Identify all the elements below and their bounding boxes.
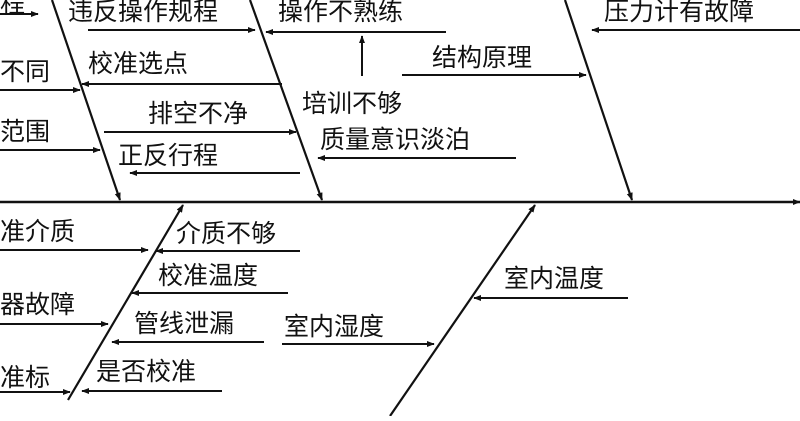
label-forward-reverse: 正反行程 (118, 141, 218, 170)
label-different: 不同 (0, 57, 50, 86)
label-standard: 准标 (0, 363, 50, 392)
label-medium: 准介质 (0, 217, 75, 246)
label-pipeline-leakage: 管线泄漏 (134, 309, 234, 338)
bone-environment (389, 204, 536, 417)
label-structure-principle: 结构原理 (432, 43, 532, 72)
label-top-left-partial: 程 (0, 0, 25, 18)
label-insufficient-training: 培训不够 (302, 89, 402, 118)
bone-material (67, 204, 184, 401)
label-insufficient-medium: 介质不够 (176, 219, 276, 248)
label-calibrated-or-not: 是否校准 (96, 357, 196, 386)
label-calibration-temperature: 校准温度 (158, 261, 258, 290)
bone-personnel (248, 0, 324, 201)
bone-method (50, 0, 122, 201)
label-room-temperature: 室内温度 (504, 264, 604, 293)
label-device-fault: 器故障 (0, 290, 75, 319)
label-unskilled: 操作不熟练 (278, 0, 403, 26)
label-exhaust-incomplete: 排空不净 (148, 99, 248, 128)
label-calibration-points: 校准选点 (88, 49, 188, 78)
label-range: 范围 (0, 117, 50, 146)
label-quality-awareness: 质量意识淡泊 (320, 125, 470, 154)
label-room-humidity: 室内湿度 (284, 312, 384, 341)
label-gauge-fault: 压力计有故障 (604, 0, 754, 26)
label-violate-rules: 违反操作规程 (68, 0, 218, 26)
bone-equipment (563, 0, 634, 201)
